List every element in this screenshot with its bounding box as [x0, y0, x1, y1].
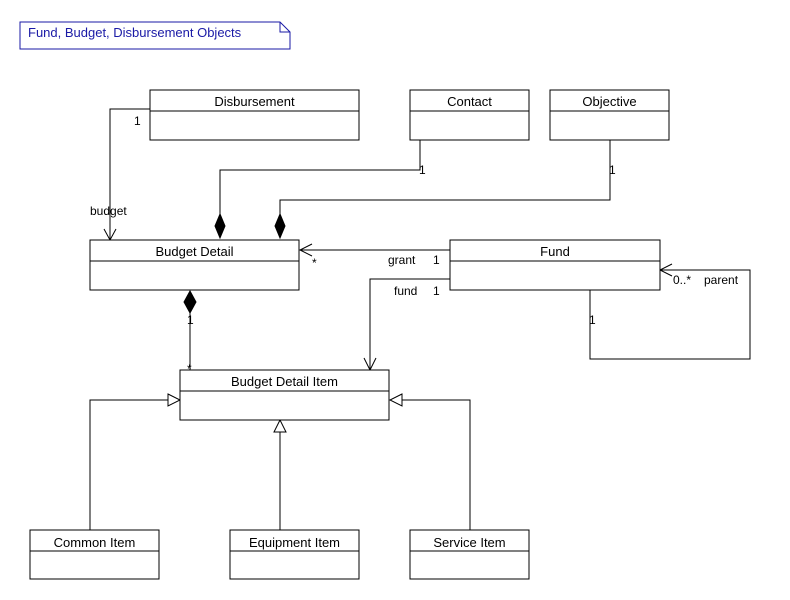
class-equipment-item: Equipment Item [229, 529, 360, 580]
class-contact: Contact [409, 89, 530, 141]
common-item-generalization [89, 393, 182, 530]
objective-composition [274, 140, 611, 240]
class-name: Objective [582, 94, 636, 109]
diagram-title-note: Fund, Budget, Disbursement Objects [19, 21, 291, 50]
budget-detail-item-composition [183, 289, 197, 370]
disbursement-multiplicity: 1 [134, 114, 141, 128]
disbursement-budget-association [103, 108, 150, 242]
class-service-item: Service Item [409, 529, 530, 580]
class-name: Contact [447, 94, 492, 109]
grant-multiplicity: 1 [433, 253, 440, 267]
contact-composition [214, 140, 421, 240]
class-budget-detail: Budget Detail [89, 239, 300, 291]
note-text: Fund, Budget, Disbursement Objects [28, 25, 242, 40]
fund-grant-association [298, 243, 450, 257]
budget-detail-many-multiplicity: * [312, 256, 317, 270]
service-item-generalization [388, 393, 471, 530]
fund-multiplicity: 1 [433, 284, 440, 298]
class-objective: Objective [549, 89, 670, 141]
class-name: Budget Detail [155, 244, 233, 259]
class-name: Common Item [54, 535, 136, 550]
parent-role-label: parent [704, 273, 739, 287]
contact-multiplicity: 1 [419, 163, 426, 177]
fund-self-multiplicity: 1 [589, 313, 596, 327]
class-name: Budget Detail Item [231, 374, 338, 389]
budget-role-label: budget [90, 204, 127, 218]
class-name: Equipment Item [249, 535, 340, 550]
objective-multiplicity: 1 [609, 163, 616, 177]
composition-diamond-contact [214, 212, 226, 240]
composition-diamond-objective [274, 212, 286, 240]
grant-role-label: grant [388, 253, 416, 267]
equipment-item-generalization [273, 418, 287, 530]
class-common-item: Common Item [29, 529, 160, 580]
class-name: Disbursement [214, 94, 295, 109]
fund-role-label: fund [394, 284, 417, 298]
parent-multiplicity: 0..* [673, 273, 691, 287]
budget-detail-item-multiplicity: 1 [187, 313, 194, 327]
class-fund: Fund [449, 239, 661, 291]
budget-detail-item-many-multiplicity: * [187, 362, 192, 376]
class-name: Service Item [433, 535, 505, 550]
class-disbursement: Disbursement [149, 89, 360, 141]
class-name: Fund [540, 244, 570, 259]
composition-diamond-item [183, 289, 197, 315]
class-budget-detail-item: Budget Detail Item [179, 369, 390, 421]
